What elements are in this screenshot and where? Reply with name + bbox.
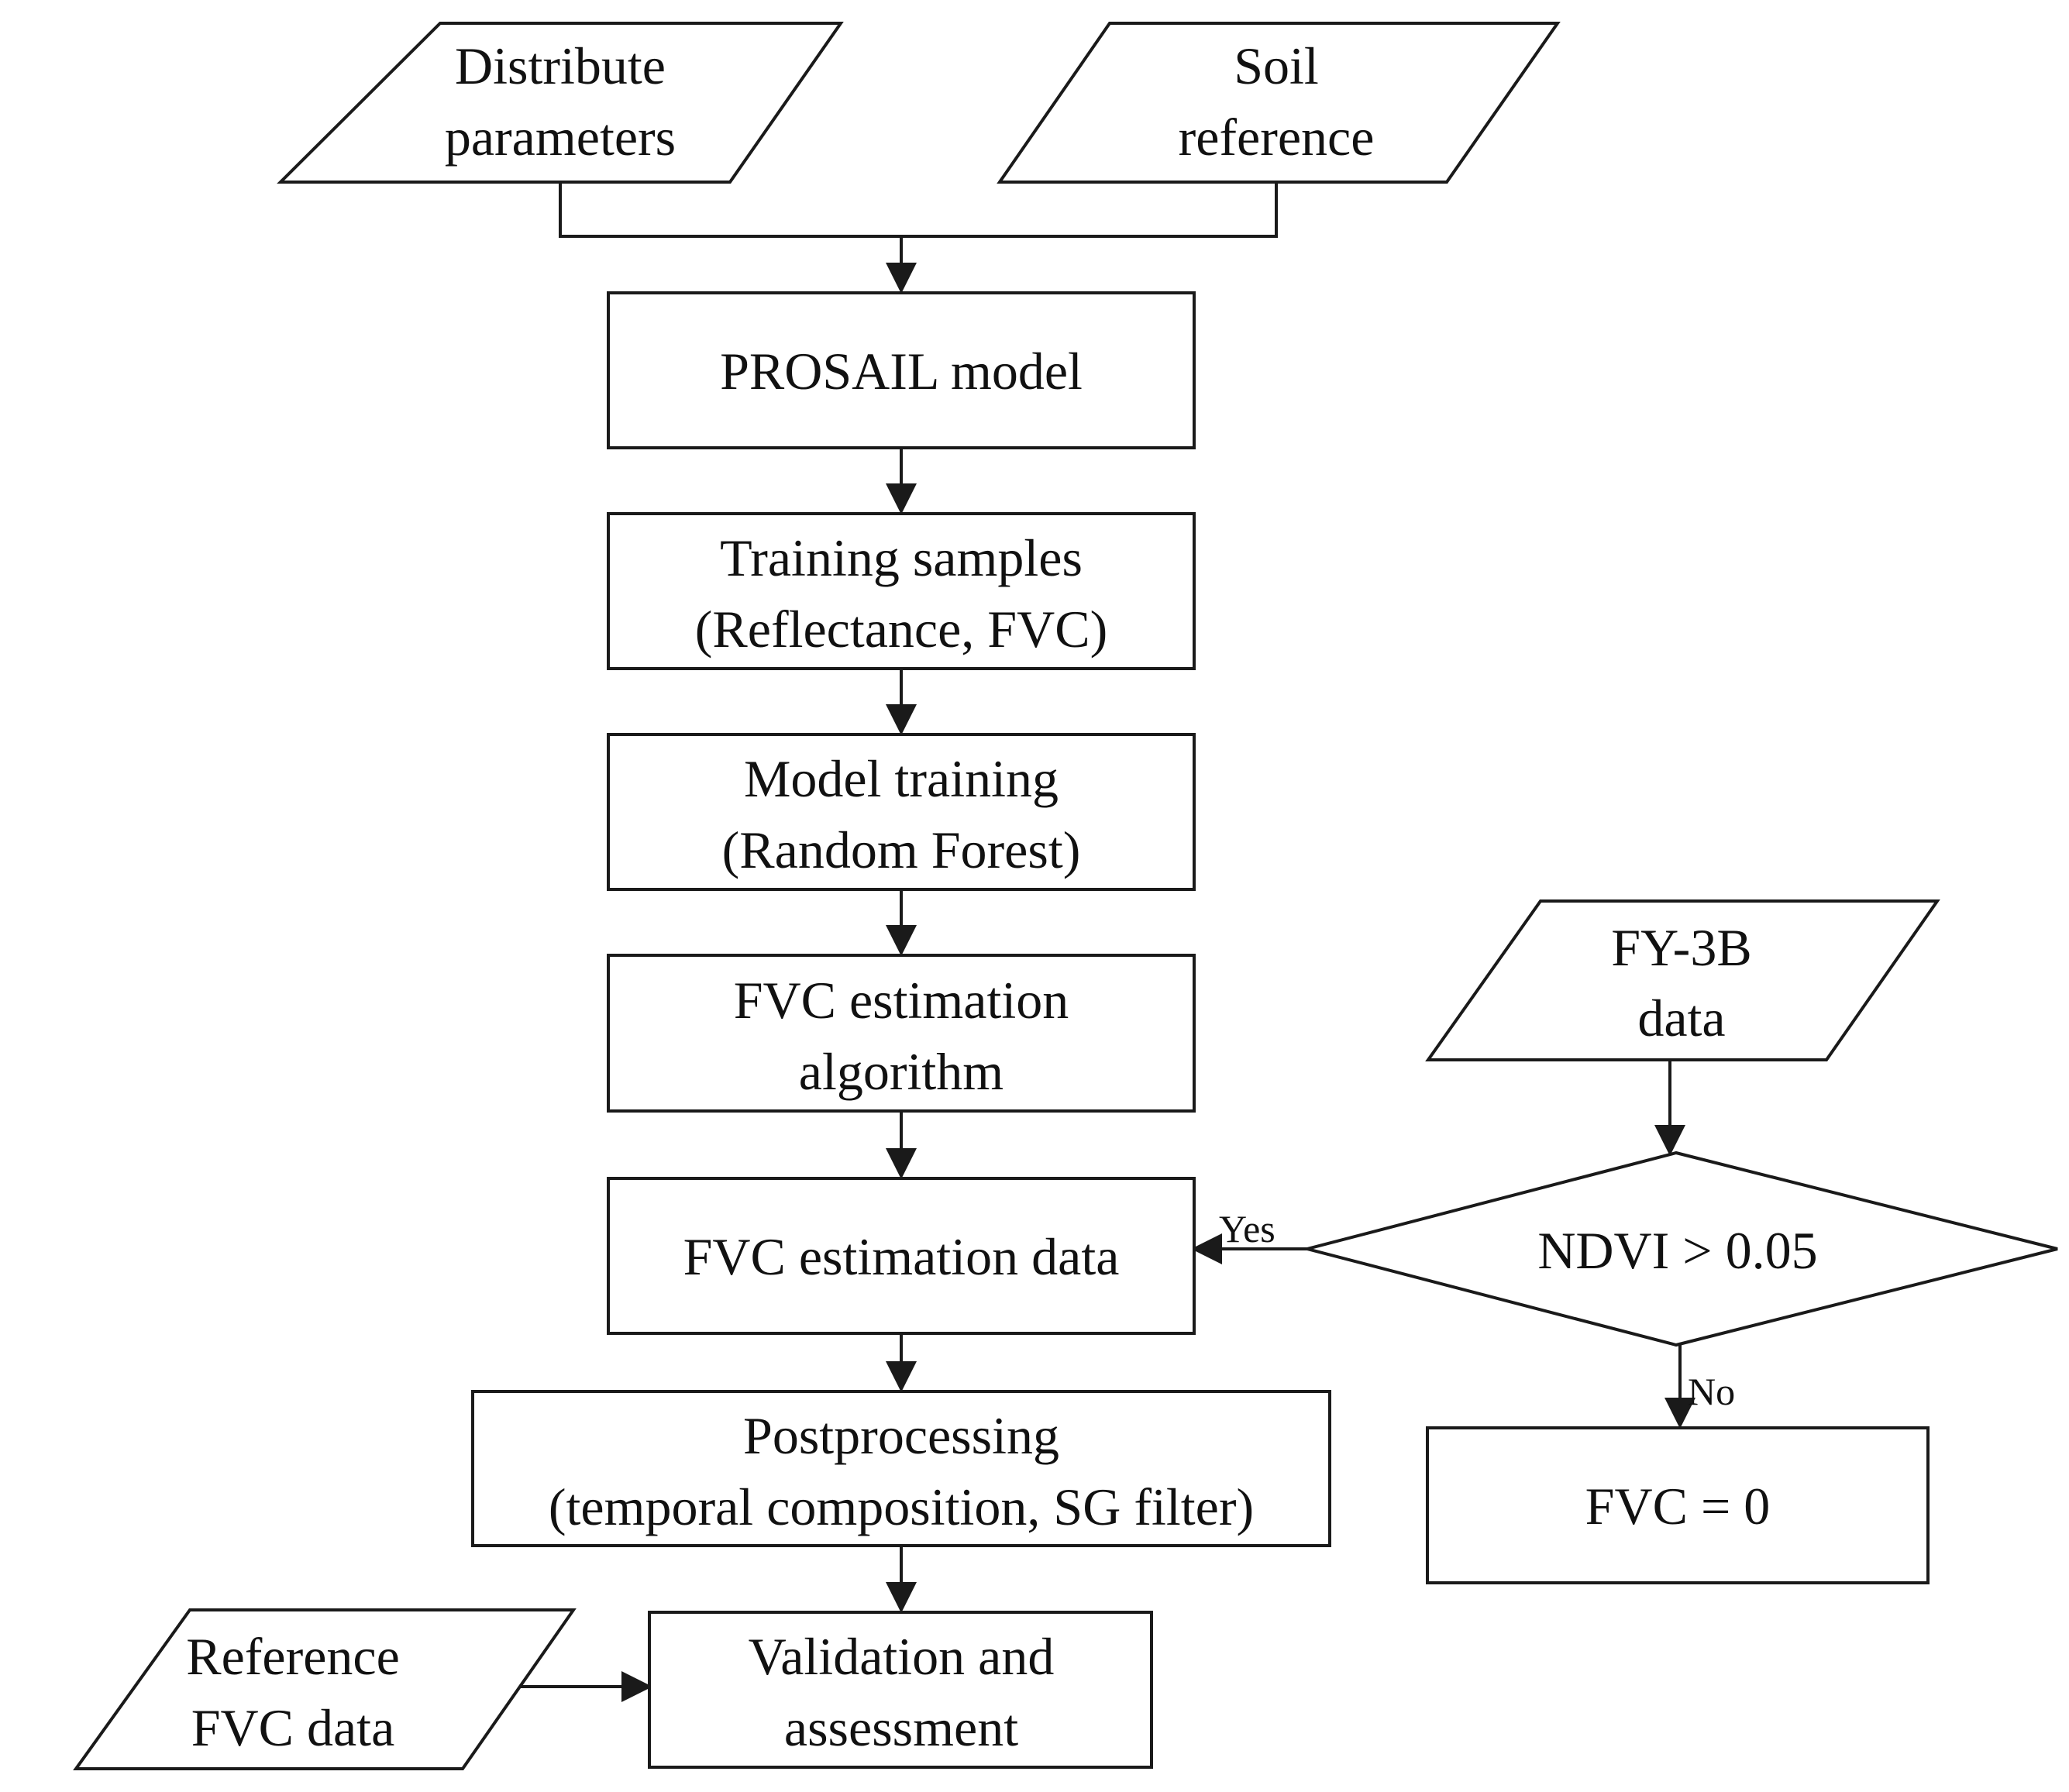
node-postprocessing: Postprocessing (temporal composition, SG… [471, 1390, 1331, 1547]
fvc-data-label: FVC estimation data [683, 1227, 1120, 1286]
ndvi-decision-label: NDVI > 0.05 [1537, 1221, 1817, 1280]
node-fvc-zero: FVC = 0 [1426, 1426, 1930, 1584]
training-samples-line2: (Reflectance, FVC) [695, 600, 1107, 659]
fvc-algorithm-line2: algorithm [799, 1042, 1004, 1101]
node-fvc-estimation-algorithm: FVC estimation algorithm [607, 954, 1196, 1113]
node-validation-assessment: Validation and assessment [648, 1611, 1153, 1769]
node-soil-reference: Soil reference [997, 22, 1561, 184]
validation-line2: assessment [784, 1698, 1018, 1757]
fy3b-line1: FY-3B [1611, 918, 1751, 977]
fvc-zero-label: FVC = 0 [1585, 1477, 1771, 1536]
validation-line1: Validation and [749, 1627, 1055, 1686]
model-training-line2: (Random Forest) [722, 820, 1081, 879]
node-fy3b-data: FY-3B data [1425, 899, 1940, 1061]
fvc-algorithm-line1: FVC estimation [734, 971, 1069, 1030]
soil-reference-line2: reference [1179, 108, 1375, 167]
training-samples-line1: Training samples [720, 528, 1083, 587]
node-training-samples: Training samples (Reflectance, FVC) [607, 512, 1196, 670]
connectors [521, 182, 1695, 1702]
prosail-model-label: PROSAIL model [720, 342, 1083, 401]
node-distribute-parameters: Distribute parameters [277, 22, 844, 184]
edge-label-no: No [1688, 1370, 1735, 1413]
node-fvc-estimation-data: FVC estimation data [607, 1177, 1196, 1335]
distribute-parameters-line2: parameters [445, 108, 676, 167]
node-reference-fvc-data: Reference FVC data [73, 1608, 577, 1770]
node-ndvi-decision: NDVI > 0.05 [1301, 1151, 2058, 1347]
model-training-line1: Model training [744, 749, 1059, 808]
node-prosail-model: PROSAIL model [607, 291, 1196, 449]
connector-distribute-to-merge [559, 182, 1278, 238]
postprocessing-line1: Postprocessing [743, 1406, 1059, 1465]
distribute-parameters-line1: Distribute [455, 36, 666, 95]
postprocessing-line2: (temporal composition, SG filter) [549, 1477, 1254, 1536]
reference-fvc-line2: FVC data [191, 1698, 395, 1757]
soil-reference-line1: Soil [1234, 36, 1319, 95]
reference-fvc-line1: Reference [186, 1627, 400, 1686]
node-model-training: Model training (Random Forest) [607, 733, 1196, 891]
edge-label-yes: Yes [1219, 1207, 1275, 1250]
fy3b-line2: data [1637, 989, 1725, 1047]
